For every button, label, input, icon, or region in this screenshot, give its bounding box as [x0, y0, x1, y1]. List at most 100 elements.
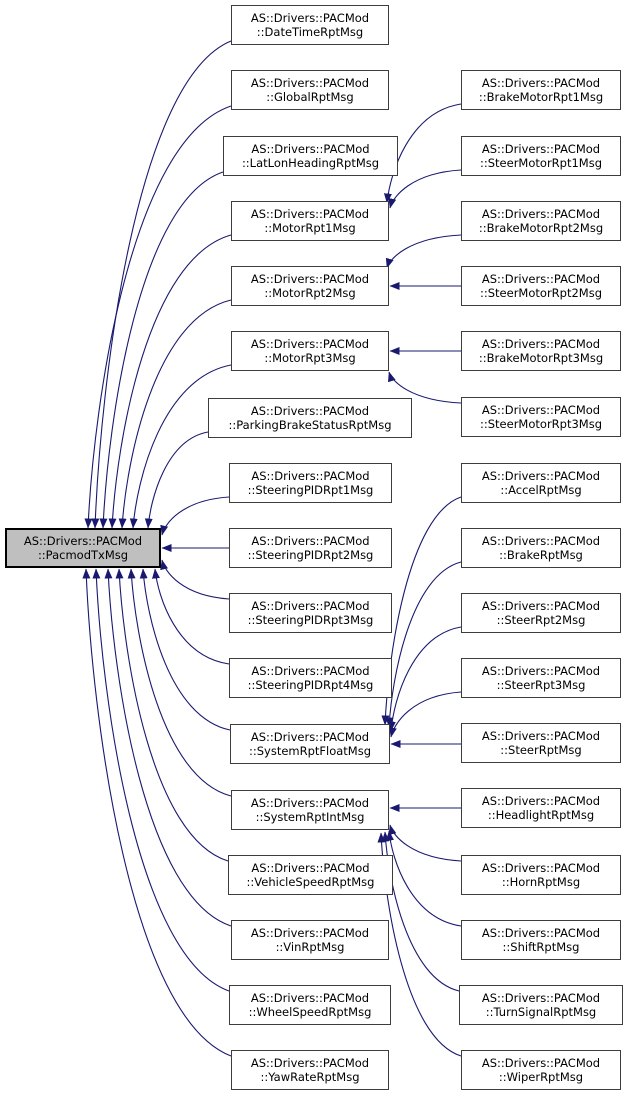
inheritance-edge-steerRpt3-to-systemRptFloat	[389, 691, 462, 738]
class-node-steerMotor1[interactable]: AS::Drivers::PACMod::SteerMotorRpt1Msg	[461, 136, 621, 176]
class-node-label: ::SystemRptFloatMsg	[248, 744, 372, 758]
class-node-label: AS::Drivers::PACMod	[481, 75, 601, 90]
class-node-label: AS::Drivers::PACMod	[481, 206, 601, 221]
class-node-label: AS::Drivers::PACMod	[250, 271, 370, 286]
class-node-label: AS::Drivers::PACMod	[481, 925, 601, 940]
class-node-label: AS::Drivers::PACMod	[250, 336, 370, 351]
inheritance-edge-vehicleSpeed-to-pacmodTxMsg	[115, 568, 229, 862]
class-node-vehicleSpeed[interactable]: AS::Drivers::PACMod::VehicleSpeedRptMsg	[228, 855, 393, 895]
class-node-label: ::SteeringPIDRpt4Msg	[247, 678, 374, 692]
class-node-label: AS::Drivers::PACMod	[481, 271, 601, 286]
class-node-motorRpt2[interactable]: AS::Drivers::PACMod::MotorRpt2Msg	[231, 266, 389, 306]
class-node-label: AS::Drivers::PACMod	[481, 402, 601, 417]
class-node-brakeMotor1[interactable]: AS::Drivers::PACMod::BrakeMotorRpt1Msg	[461, 70, 621, 110]
class-node-systemRptFloat[interactable]: AS::Drivers::PACMod::SystemRptFloatMsg	[230, 724, 390, 764]
edges-group	[82, 40, 462, 1057]
class-node-turnSignal[interactable]: AS::Drivers::PACMod::TurnSignalRptMsg	[459, 985, 623, 1025]
inheritance-edge-shift-to-systemRptInt	[385, 830, 462, 927]
class-node-label: AS::Drivers::PACMod	[251, 598, 370, 613]
class-node-label: AS::Drivers::PACMod	[250, 795, 370, 810]
class-node-label: AS::Drivers::PACMod	[481, 728, 601, 743]
class-node-steerMotor2[interactable]: AS::Drivers::PACMod::SteerMotorRpt2Msg	[461, 266, 621, 306]
class-node-label: ::YawRateRptMsg	[260, 1070, 360, 1084]
class-node-brakeMotor3[interactable]: AS::Drivers::PACMod::BrakeMotorRpt3Msg	[461, 331, 621, 371]
class-node-label: AS::Drivers::PACMod	[250, 925, 370, 940]
inheritance-edge-motorRpt3-to-pacmodTxMsg	[129, 364, 232, 529]
class-node-wiper[interactable]: AS::Drivers::PACMod::WiperRptMsg	[461, 1050, 621, 1090]
class-node-shift[interactable]: AS::Drivers::PACMod::ShiftRptMsg	[461, 920, 621, 960]
class-node-label: AS::Drivers::PACMod	[251, 663, 370, 678]
inheritance-edge-vinRpt-to-pacmodTxMsg	[104, 568, 232, 927]
class-node-label: ::MotorRpt2Msg	[264, 286, 356, 300]
class-node-label: ::MotorRpt1Msg	[264, 221, 356, 235]
class-node-label: ::SteerMotorRpt3Msg	[480, 417, 602, 431]
class-node-steerRpt[interactable]: AS::Drivers::PACMod::SteerRptMsg	[461, 723, 621, 763]
class-node-horn[interactable]: AS::Drivers::PACMod::HornRptMsg	[461, 855, 621, 895]
class-node-label: AS::Drivers::PACMod	[250, 75, 370, 90]
class-node-label: ::BrakeMotorRpt2Msg	[478, 221, 604, 235]
class-node-steerMotor3[interactable]: AS::Drivers::PACMod::SteerMotorRpt3Msg	[461, 397, 621, 437]
class-node-label: ::BrakeMotorRpt3Msg	[478, 351, 604, 365]
class-node-label: ::GlobalRptMsg	[266, 90, 354, 104]
class-node-label: AS::Drivers::PACMod	[250, 206, 370, 221]
class-node-systemRptInt[interactable]: AS::Drivers::PACMod::SystemRptIntMsg	[231, 790, 389, 830]
class-node-label: ::WheelSpeedRptMsg	[248, 1005, 372, 1019]
class-node-steerRpt3[interactable]: AS::Drivers::PACMod::SteerRpt3Msg	[461, 658, 621, 698]
inheritance-edge-steerMotor3-to-motorRpt3	[388, 371, 462, 404]
class-node-label: AS::Drivers::PACMod	[481, 793, 601, 808]
class-node-parkingBrake[interactable]: AS::Drivers::PACMod::ParkingBrakeStatusR…	[208, 398, 412, 438]
class-node-label: AS::Drivers::PACMod	[481, 598, 601, 613]
class-node-label: AS::Drivers::PACMod	[481, 533, 601, 548]
class-node-headlight[interactable]: AS::Drivers::PACMod::HeadlightRptMsg	[461, 788, 621, 828]
class-node-label: AS::Drivers::PACMod	[251, 860, 370, 875]
class-node-label: ::SteerMotorRpt1Msg	[480, 156, 602, 170]
class-node-steeringPID4[interactable]: AS::Drivers::PACMod::SteeringPIDRpt4Msg	[229, 658, 392, 698]
inheritance-edge-yawRate-to-pacmodTxMsg	[82, 568, 232, 1057]
class-node-motorRpt1[interactable]: AS::Drivers::PACMod::MotorRpt1Msg	[231, 201, 389, 241]
inheritance-edge-brakeMotor2-to-motorRpt2	[385, 234, 462, 269]
inheritance-edge-turnSignal-to-systemRptInt	[381, 831, 460, 992]
class-node-label: ::SystemRptIntMsg	[255, 810, 365, 824]
class-node-label: ::HeadlightRptMsg	[487, 808, 595, 822]
class-node-label: ::ShiftRptMsg	[502, 940, 580, 954]
inheritance-edge-brakeMotor1-to-motorRpt1	[383, 103, 462, 204]
class-node-label: AS::Drivers::PACMod	[481, 468, 601, 483]
class-node-label: ::ParkingBrakeStatusRptMsg	[228, 418, 392, 432]
class-node-label: AS::Drivers::PACMod	[23, 533, 143, 548]
class-node-label: ::BrakeRptMsg	[499, 548, 583, 562]
class-node-yawRate[interactable]: AS::Drivers::PACMod::YawRateRptMsg	[231, 1050, 389, 1090]
class-node-pacmodTxMsg: AS::Drivers::PACMod::PacmodTxMsg	[5, 528, 161, 568]
class-node-label: ::BrakeMotorRpt1Msg	[478, 90, 604, 104]
class-node-motorRpt3[interactable]: AS::Drivers::PACMod::MotorRpt3Msg	[231, 331, 389, 371]
class-node-label: AS::Drivers::PACMod	[481, 663, 601, 678]
class-node-steeringPID2[interactable]: AS::Drivers::PACMod::SteeringPIDRpt2Msg	[229, 528, 392, 568]
class-node-label: ::WiperRptMsg	[498, 1070, 584, 1084]
class-node-global[interactable]: AS::Drivers::PACMod::GlobalRptMsg	[231, 70, 389, 110]
class-node-label: AS::Drivers::PACMod	[250, 729, 370, 744]
inheritance-edge-brake-to-systemRptFloat	[385, 561, 462, 728]
class-node-dateTime[interactable]: AS::Drivers::PACMod::DateTimeRptMsg	[231, 5, 389, 45]
class-node-label: AS::Drivers::PACMod	[481, 141, 601, 156]
class-node-label: AS::Drivers::PACMod	[481, 860, 601, 875]
class-node-steeringPID3[interactable]: AS::Drivers::PACMod::SteeringPIDRpt3Msg	[229, 593, 392, 633]
class-node-label: AS::Drivers::PACMod	[251, 533, 370, 548]
class-node-label: ::SteerMotorRpt2Msg	[480, 286, 602, 300]
class-node-steeringPID1[interactable]: AS::Drivers::PACMod::SteeringPIDRpt1Msg	[229, 463, 392, 503]
inheritance-edge-steeringPID3-to-pacmodTxMsg	[160, 559, 230, 600]
class-node-label: ::AccelRptMsg	[500, 483, 582, 497]
class-node-accel[interactable]: AS::Drivers::PACMod::AccelRptMsg	[461, 463, 621, 503]
class-node-latLonHeading[interactable]: AS::Drivers::PACMod::LatLonHeadingRptMsg	[223, 136, 398, 176]
class-node-label: ::SteerRptMsg	[500, 743, 582, 757]
class-node-label: ::SteeringPIDRpt2Msg	[247, 548, 374, 562]
inheritance-edge-motorRpt1-to-pacmodTxMsg	[108, 234, 232, 529]
class-node-brake[interactable]: AS::Drivers::PACMod::BrakeRptMsg	[461, 528, 621, 568]
class-node-label: AS::Drivers::PACMod	[481, 990, 601, 1005]
class-node-label: AS::Drivers::PACMod	[250, 990, 370, 1005]
class-node-vinRpt[interactable]: AS::Drivers::PACMod::VinRptMsg	[231, 920, 389, 960]
class-node-steerRpt2[interactable]: AS::Drivers::PACMod::SteerRpt2Msg	[461, 593, 621, 633]
class-node-label: AS::Drivers::PACMod	[481, 336, 601, 351]
class-node-brakeMotor2[interactable]: AS::Drivers::PACMod::BrakeMotorRpt2Msg	[461, 201, 621, 241]
class-node-wheelSpeed[interactable]: AS::Drivers::PACMod::WheelSpeedRptMsg	[229, 985, 391, 1025]
